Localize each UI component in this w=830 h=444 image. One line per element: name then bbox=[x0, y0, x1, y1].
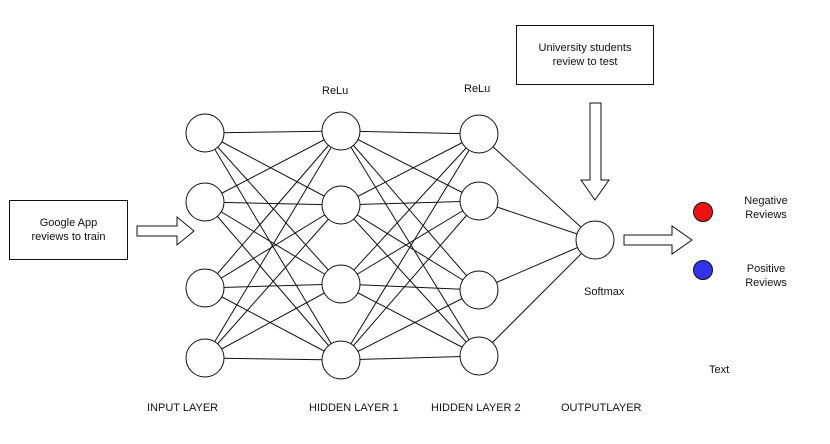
edge-input-2-to-hidden1-3 bbox=[204, 287, 342, 361]
edge-hidden2-3-to-output-0 bbox=[478, 239, 596, 357]
train-arrow bbox=[136, 215, 195, 247]
edge-hidden1-0-to-hidden2-0 bbox=[340, 130, 480, 135]
edge-hidden1-2-to-hidden2-1 bbox=[340, 200, 480, 285]
input-node-3 bbox=[185, 338, 225, 378]
test-box-line1: University students bbox=[538, 42, 632, 54]
edge-input-3-to-hidden1-3 bbox=[204, 357, 342, 361]
input-layer-title: INPUT LAYER bbox=[147, 402, 219, 414]
train-box-line1: Google App bbox=[39, 217, 98, 229]
edge-input-1-to-hidden1-1 bbox=[204, 201, 342, 206]
edge-hidden1-0-to-hidden2-1 bbox=[340, 130, 480, 202]
edge-input-0-to-hidden1-1 bbox=[204, 132, 342, 206]
negative-review-label: Negative Reviews bbox=[731, 194, 801, 222]
output-arrow bbox=[623, 225, 693, 255]
positive-label-line2: Reviews bbox=[745, 277, 787, 289]
edge-hidden1-2-to-hidden2-3 bbox=[340, 283, 480, 357]
negative-label-line2: Reviews bbox=[745, 209, 787, 221]
edge-hidden1-3-to-hidden2-0 bbox=[340, 133, 480, 361]
edge-hidden1-1-to-hidden2-0 bbox=[340, 133, 480, 206]
edge-input-0-to-hidden1-2 bbox=[204, 132, 342, 285]
edge-input-3-to-hidden1-0 bbox=[204, 130, 342, 359]
hidden2-node-3 bbox=[459, 336, 499, 376]
hidden1-node-3 bbox=[321, 340, 361, 380]
edge-hidden1-0-to-hidden2-3 bbox=[340, 130, 480, 357]
test-data-box: University students review to test bbox=[516, 25, 654, 85]
edge-input-2-to-hidden1-1 bbox=[204, 204, 342, 289]
edge-hidden2-0-to-output-0 bbox=[478, 133, 596, 241]
test-box-line2: review to test bbox=[552, 56, 618, 68]
input-node-0 bbox=[185, 113, 225, 153]
hidden1-node-1 bbox=[321, 185, 361, 225]
edge-hidden1-3-to-hidden2-2 bbox=[340, 289, 480, 361]
hidden1-activation-label: ReLu bbox=[322, 85, 349, 97]
edge-hidden1-1-to-hidden2-1 bbox=[340, 200, 480, 206]
hidden2-activation-label: ReLu bbox=[464, 83, 491, 95]
positive-review-label: Positive Reviews bbox=[731, 262, 801, 290]
edge-input-2-to-hidden1-2 bbox=[204, 283, 342, 289]
train-data-box: Google App reviews to train bbox=[9, 200, 128, 260]
input-node-2 bbox=[185, 268, 225, 308]
edge-hidden2-2-to-output-0 bbox=[478, 239, 596, 291]
edge-hidden1-3-to-hidden2-1 bbox=[340, 200, 480, 361]
extra-text-label: Text bbox=[709, 364, 730, 376]
hidden1-node-0 bbox=[321, 111, 361, 151]
edge-hidden2-1-to-output-0 bbox=[478, 200, 596, 241]
output-node-0 bbox=[575, 220, 615, 260]
hidden2-node-1 bbox=[459, 181, 499, 221]
positive-label-line1: Positive bbox=[746, 263, 786, 275]
edge-input-1-to-hidden1-2 bbox=[204, 201, 342, 285]
train-box-line2: reviews to train bbox=[31, 231, 106, 243]
output-activation-label: Softmax bbox=[584, 286, 625, 298]
negative-label-line1: Negative bbox=[744, 195, 788, 207]
edge-hidden1-3-to-hidden2-3 bbox=[340, 355, 480, 361]
output-layer-title: OUTPUTLAYER bbox=[561, 402, 642, 414]
edge-input-1-to-hidden1-0 bbox=[204, 130, 342, 203]
edge-input-0-to-hidden1-0 bbox=[204, 130, 342, 134]
hidden-layer2-title: HIDDEN LAYER 2 bbox=[431, 402, 521, 414]
positive-review-dot bbox=[693, 260, 713, 280]
hidden-layer1-title: HIDDEN LAYER 1 bbox=[309, 402, 399, 414]
test-arrow bbox=[580, 102, 610, 201]
nodes bbox=[185, 111, 615, 380]
hidden2-node-2 bbox=[459, 270, 499, 310]
edge-hidden1-2-to-hidden2-2 bbox=[340, 283, 480, 291]
edge-input-3-to-hidden1-2 bbox=[204, 283, 342, 359]
hidden2-node-0 bbox=[459, 114, 499, 154]
input-node-1 bbox=[185, 182, 225, 222]
hidden1-node-2 bbox=[321, 264, 361, 304]
edge-input-3-to-hidden1-1 bbox=[204, 204, 342, 359]
negative-review-dot bbox=[693, 202, 713, 222]
connections bbox=[204, 130, 596, 361]
edge-hidden1-0-to-hidden2-2 bbox=[340, 130, 480, 291]
edge-hidden1-2-to-hidden2-0 bbox=[340, 133, 480, 285]
edge-input-2-to-hidden1-0 bbox=[204, 130, 342, 289]
